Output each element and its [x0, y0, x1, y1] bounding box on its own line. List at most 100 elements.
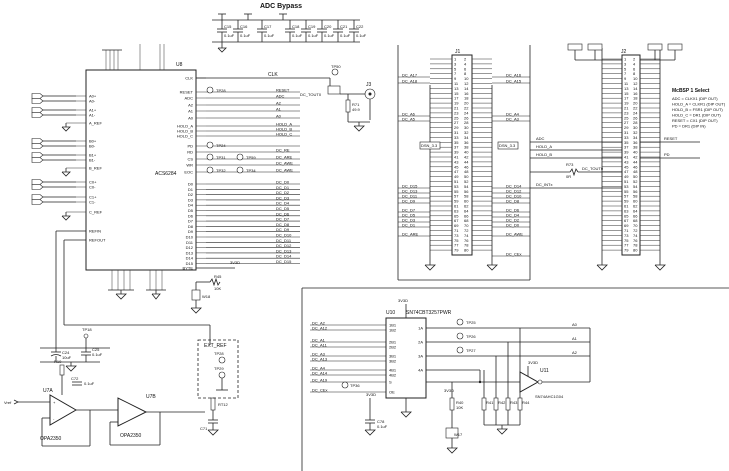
j1-net-label: DC_D0 — [506, 223, 520, 228]
note-line: HOLD_B = FSR1 (DIP OUT) — [672, 107, 723, 112]
bypass-cap-value: 0.1uF — [240, 33, 251, 38]
j1-pin-number: 5 — [454, 66, 457, 71]
j2-pin-number: 6 — [633, 66, 636, 71]
j1-pin-number: 70 — [464, 223, 469, 228]
j2-pin-number: 3 — [624, 61, 627, 66]
j1-pin-number: 44 — [464, 159, 469, 164]
adc-data-pin: D6 — [188, 213, 194, 218]
j2-pin-number: 13 — [624, 86, 629, 91]
j1-net-label: DC_D2 — [506, 218, 520, 223]
svg-text:0.1uF: 0.1uF — [377, 424, 388, 429]
ext-ref-label: EXT_REF — [204, 343, 227, 349]
svg-text:DSN_3.3: DSN_3.3 — [421, 143, 438, 148]
j1-pin-number: 20 — [464, 101, 469, 106]
j2-pin-number: 60 — [633, 199, 638, 204]
svg-text:TP28: TP28 — [216, 88, 226, 93]
j2-pin-number: 24 — [633, 110, 638, 115]
j1-pin-number: 69 — [454, 223, 459, 228]
svg-text:10uF: 10uF — [62, 355, 72, 360]
j1-pin-number: 29 — [454, 125, 459, 130]
svg-text:3V3D: 3V3D — [398, 298, 408, 303]
svg-text:3V3D: 3V3D — [444, 388, 454, 393]
j1-net-label: DC_CEx — [506, 252, 522, 257]
svg-text:A1: A1 — [572, 336, 578, 341]
adc-data-pin: D5 — [188, 208, 194, 213]
mux-input-pin: 2B2 — [389, 345, 397, 350]
j1-net-label: DC_A4 — [506, 112, 520, 117]
j1-pin-number: 65 — [454, 213, 459, 218]
j2-pin-number: 61 — [624, 204, 629, 209]
inverter-u11: U11 SN74AHC1G04 3V3D — [426, 328, 591, 399]
svg-text:C71: C71 — [200, 426, 208, 431]
j2-pin-number: 48 — [633, 169, 638, 174]
bypass-cap-label: C15 — [224, 24, 232, 29]
j2-pin-number: 47 — [624, 169, 629, 174]
j2-pin-number: 51 — [624, 179, 629, 184]
j2-pin-number: 40 — [633, 150, 638, 155]
svg-text:DC_INTx: DC_INTx — [536, 182, 552, 187]
dbus-net-label: DC_D11 — [276, 238, 292, 243]
j1-net-label: DC_D1 — [402, 223, 416, 228]
adc-input-pin: B0- — [89, 144, 96, 149]
j1-pin-number: 49 — [454, 174, 459, 179]
adc-data-pin: D11 — [186, 240, 194, 245]
j2-pin-number: 76 — [633, 238, 638, 243]
adc-part-label: ACS6284 — [155, 171, 177, 177]
svg-text:3V3D: 3V3D — [528, 360, 538, 365]
j1-pin-number: 23 — [454, 110, 459, 115]
j2-pin-number: 69 — [624, 223, 629, 228]
j1-pin-number: 3 — [454, 61, 457, 66]
svg-text:CLK: CLK — [268, 72, 278, 78]
j2-pin-number: 38 — [633, 145, 638, 150]
data-bus-wires: DC_D0DC_D1DC_D2DC_D3DC_D4DC_D5DC_D6DC_D7… — [206, 180, 300, 264]
svg-text:DC_RE: DC_RE — [276, 148, 290, 153]
j1-pin-number: 42 — [464, 155, 469, 160]
j1-pin-number: 30 — [464, 125, 469, 130]
j2-pin-number: 57 — [624, 194, 629, 199]
svg-text:R45: R45 — [214, 274, 222, 279]
j2-pin-number: 53 — [624, 184, 629, 189]
j1-pin-number: 66 — [464, 213, 469, 218]
adc-data-pin: D2 — [188, 192, 194, 197]
mux-input-pin: 1B1 — [389, 323, 397, 328]
j1-pin-number: 47 — [454, 169, 459, 174]
j2-pin-number: 29 — [624, 125, 629, 130]
j1-pin-number: 31 — [454, 130, 459, 135]
j2-pin-number: 39 — [624, 150, 629, 155]
adc-data-pin: D8 — [188, 224, 194, 229]
j1-pin-number: 1 — [454, 57, 457, 62]
j2-pin-number: 36 — [633, 140, 638, 145]
svg-text:C24: C24 — [62, 350, 70, 355]
j1-pin-number: 36 — [464, 140, 469, 145]
mux-output-nets: A0 A1 A2 TP25 TP26 TP27 W17 3V3D R40 10 — [426, 318, 590, 454]
j2-pin-number: 56 — [633, 189, 638, 194]
note-line: PD = DR1 (DIP IN) — [672, 124, 706, 129]
control-net-label: RESET — [276, 88, 290, 93]
j1-pin-number: 57 — [454, 194, 459, 199]
svg-text:DC_ARE: DC_ARE — [276, 155, 293, 160]
adc-input-pin: A0- — [89, 99, 96, 104]
svg-text:SN74AHC1G04: SN74AHC1G04 — [535, 394, 564, 399]
mux-net-label: DC_A19 — [312, 378, 328, 383]
svg-text:C25: C25 — [92, 347, 100, 352]
adc-output-pin: A1 — [188, 109, 194, 114]
ext-ref-block: EXT_REF TP28 TP29 RT12 C71 — [197, 339, 239, 436]
svg-text:0.1uF: 0.1uF — [92, 352, 103, 357]
adc-output-pin: CLK — [185, 76, 193, 81]
svg-text:U11: U11 — [540, 368, 549, 374]
j1-pin-number: 41 — [454, 155, 459, 160]
j1-pin-number: 58 — [464, 194, 469, 199]
opamp-u7b: U7B OPA2350 — [109, 394, 205, 446]
j1-pin-number: 77 — [454, 243, 459, 248]
mux-output-pin: 4A — [418, 368, 423, 373]
svg-text:-: - — [53, 416, 55, 421]
adc-ref-pin: B_REF — [89, 166, 102, 171]
adc-input-pin: C1- — [89, 200, 96, 205]
adc-data-pin: D12 — [186, 245, 194, 250]
svg-text:49.9: 49.9 — [352, 107, 361, 112]
j2-pin-number: 9 — [624, 76, 627, 81]
mux-input-pin: 4B2 — [389, 373, 397, 378]
j1-pin-number: 15 — [454, 91, 459, 96]
adc-input-pin: B1+ — [89, 153, 97, 158]
